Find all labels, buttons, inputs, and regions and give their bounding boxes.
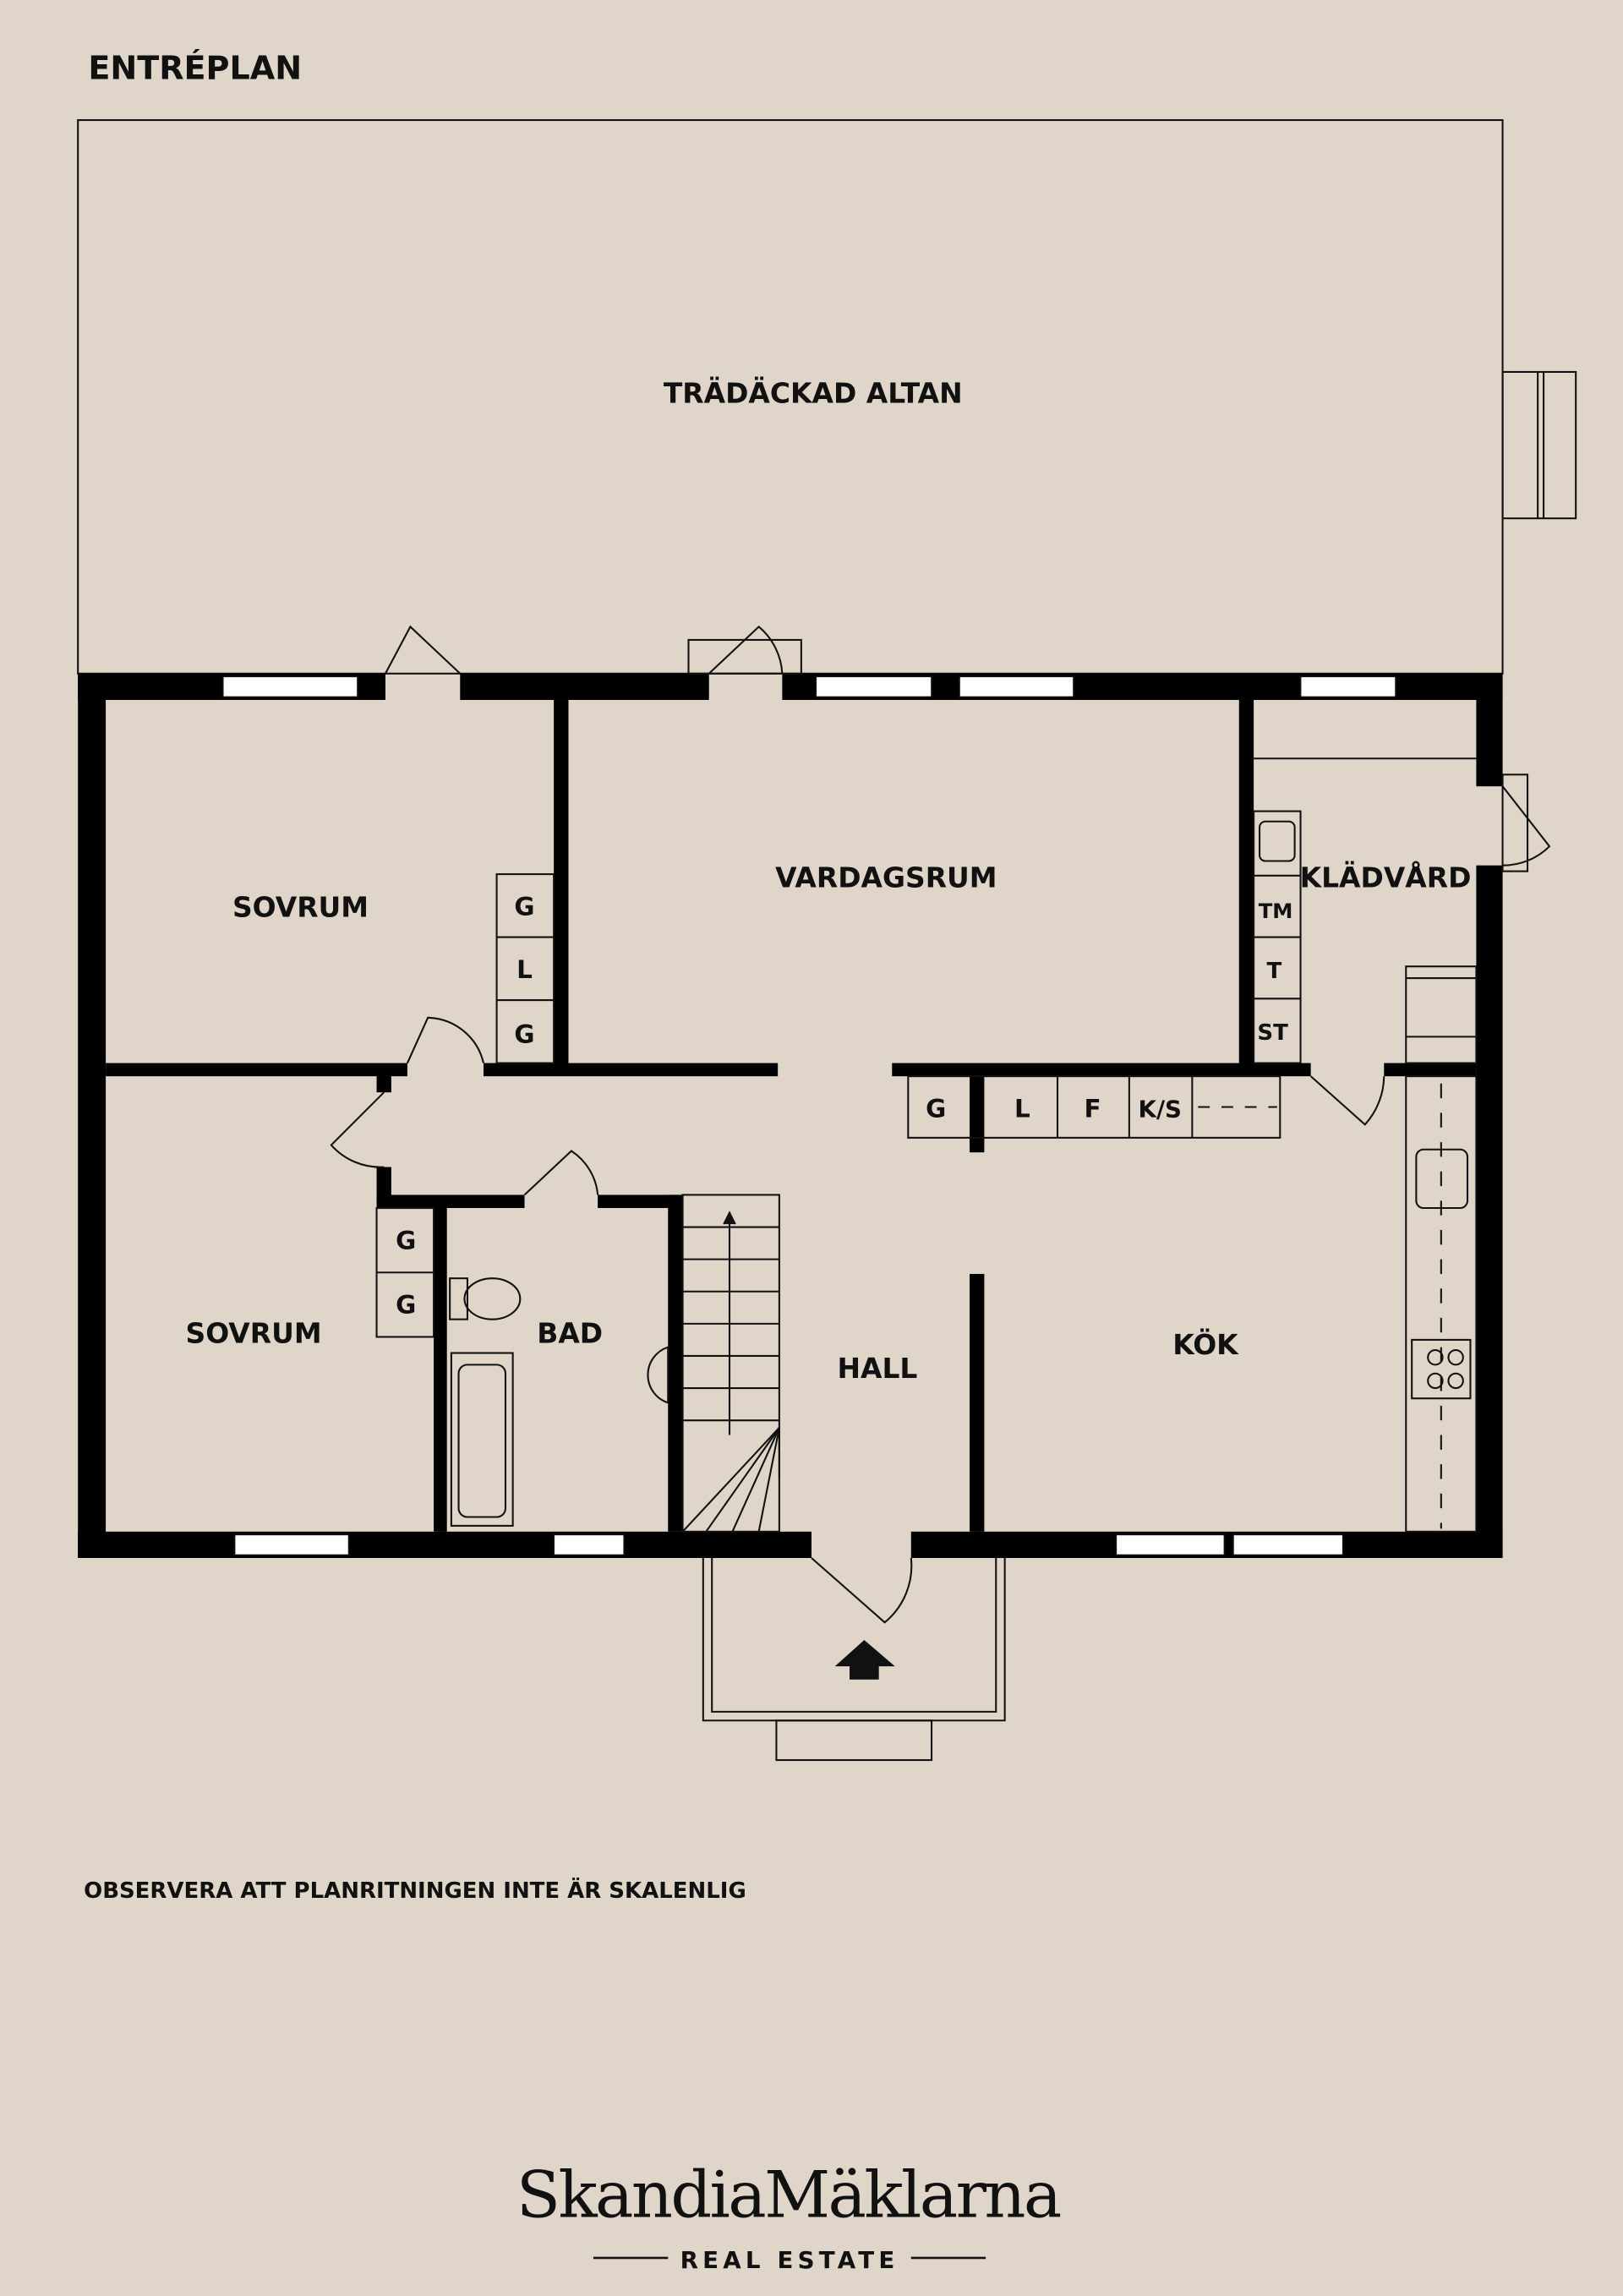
stair-winder — [731, 1427, 780, 1533]
brand-tagline: REAL ESTATE — [680, 2246, 899, 2274]
stair-winder — [705, 1427, 780, 1533]
kitchen-counter — [1405, 1075, 1478, 1533]
room-label-laundry: KLÄDVÅRD — [1300, 861, 1472, 894]
closet-label: G — [514, 1020, 534, 1048]
staircase — [681, 1194, 780, 1533]
closet-label: G — [396, 1227, 416, 1255]
room-label-bedroom-2: SOVRUM — [186, 1316, 322, 1349]
room-label-bathroom: BAD — [537, 1316, 603, 1349]
closet-bedroom-2: G G — [375, 1206, 435, 1338]
closet-label: G — [514, 893, 534, 921]
stove-icon — [1411, 1338, 1472, 1400]
room-label-bedroom-1: SOVRUM — [232, 890, 369, 923]
closet-label: G — [396, 1291, 416, 1320]
closet-hall: G L F K/S — [907, 1075, 1281, 1139]
closet-bedroom-1: G L G — [495, 873, 555, 1064]
closet-label: K/S — [1138, 1096, 1182, 1123]
windows — [221, 675, 1396, 1556]
closet-label: L — [1014, 1095, 1030, 1123]
appliance-label: T — [1266, 959, 1281, 984]
bathtub-icon — [450, 1352, 514, 1527]
room-label-living-room: VARDAGSRUM — [775, 861, 997, 894]
toilet-icon — [449, 1277, 468, 1320]
scale-disclaimer: OBSERVERA ATT PLANRITNINGEN INTE ÄR SKAL… — [84, 1877, 746, 1904]
laundry-fixtures: TM T ST — [1253, 757, 1478, 1064]
room-label-hall: HALL — [837, 1352, 917, 1385]
brand-logo: SkandiaMäklarna REAL ESTATE — [516, 2157, 1063, 2274]
closet-label: F — [1085, 1095, 1101, 1123]
doors — [330, 625, 1551, 1624]
closet-label: L — [516, 955, 533, 984]
room-label-kitchen: KÖK — [1172, 1327, 1239, 1361]
entrance-arrow-icon — [834, 1640, 895, 1680]
entrance-porch — [702, 1558, 1006, 1762]
room-label-deck: TRÄDÄCKAD ALTAN — [664, 375, 963, 409]
appliance-label: ST — [1257, 1020, 1288, 1046]
stair-winder — [681, 1427, 780, 1533]
page-title: ENTRÉPLAN — [88, 50, 302, 87]
bathroom-fixtures — [449, 1277, 669, 1527]
bathroom-sink-icon — [647, 1346, 669, 1404]
appliance-label: TM — [1259, 899, 1293, 923]
laundry-sink-icon — [1258, 820, 1296, 862]
kitchen-sink-icon — [1415, 1148, 1469, 1210]
closet-label: G — [926, 1095, 946, 1123]
stair-winder — [757, 1427, 780, 1533]
brand-name: SkandiaMäklarna — [516, 2157, 1061, 2232]
